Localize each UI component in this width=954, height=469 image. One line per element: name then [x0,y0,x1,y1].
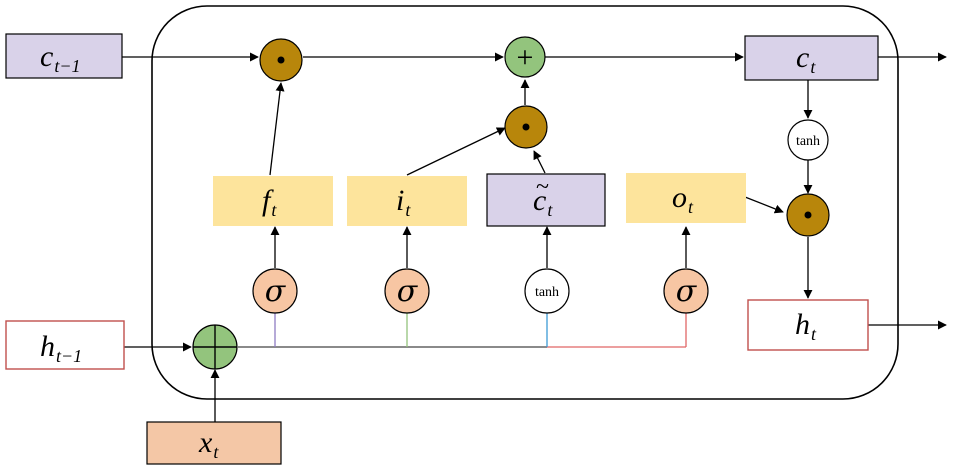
wire-ct-tilde-to-mult [533,150,546,174]
output-gate-box: ot [626,173,746,223]
forget-multiply-node [259,38,303,82]
h-t-box: ht [747,299,869,351]
svg-text:ct−1: ct−1 [40,40,80,76]
svg-text:σ: σ [397,274,419,309]
svg-text:ot: ot [672,181,694,217]
input-sigma-node: σ [384,268,430,314]
svg-text:σ: σ [676,274,698,309]
concat-node [192,324,238,370]
candidate-tanh-node: tanh [524,268,570,314]
add-node: + [504,36,546,78]
svg-text:+: + [517,41,534,74]
h-prev-box: ht−1 [5,320,125,370]
wire-ot-to-mult [744,196,784,214]
c-prev-box: ct−1 [5,33,123,79]
svg-text:ct: ct [533,184,553,220]
svg-text:ht−1: ht−1 [40,330,82,366]
svg-text:tanh: tanh [535,285,559,300]
candidate-box: ct ~ [486,173,606,227]
input-multiply-node [504,105,548,149]
tilde-accent: ~ [536,174,549,200]
input-gate-box: it [347,176,467,226]
svg-text:σ: σ [265,274,287,309]
x-box: xt [146,421,282,465]
svg-text:ct: ct [796,41,816,77]
svg-text:it: it [396,184,411,220]
cell-boundary [151,5,899,400]
cell-tanh-node: tanh [787,119,829,161]
output-sigma-node: σ [663,268,709,314]
output-multiply-node [786,193,830,237]
svg-text:xt: xt [198,426,219,462]
wire-ft-to-mult [269,82,285,176]
svg-text:tanh: tanh [796,134,820,149]
c-t-box: ct [744,35,879,81]
forget-sigma-node: σ [252,268,298,314]
svg-text:ht: ht [795,308,817,344]
forget-gate-box: ft [213,176,333,226]
wire-it-to-mult [406,127,506,176]
